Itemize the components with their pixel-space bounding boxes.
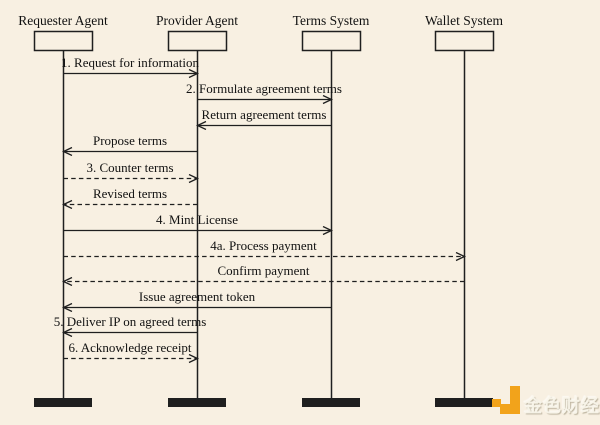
message-label-9: Confirm payment bbox=[217, 263, 310, 278]
message-label-1: 1. Request for information bbox=[61, 55, 199, 70]
actor-label-provider-agent: Provider Agent bbox=[155, 13, 239, 28]
message-label-2: 2. Formulate agreement terms bbox=[186, 81, 342, 96]
terminator-bar-wallet-system bbox=[435, 398, 493, 407]
actor-label-requester-agent: Requester Agent bbox=[18, 13, 108, 28]
message-label-8: 4a. Process payment bbox=[210, 238, 317, 253]
actor-box-provider-agent bbox=[167, 30, 228, 52]
terminator-bar-provider-agent bbox=[168, 398, 226, 407]
message-label-4: Propose terms bbox=[92, 133, 168, 148]
actor-box-terms-system bbox=[301, 30, 362, 52]
terminator-bar-terms-system bbox=[302, 398, 360, 407]
actor-label-terms-system: Terms System bbox=[292, 13, 370, 28]
message-label-11: 5. Deliver IP on agreed terms bbox=[53, 314, 207, 329]
actor-box-wallet-system bbox=[434, 30, 495, 52]
message-label-10: Issue agreement token bbox=[138, 289, 256, 304]
actor-box-requester-agent bbox=[33, 30, 94, 52]
message-label-12: 6. Acknowledge receipt bbox=[68, 340, 192, 355]
message-label-7: 4. Mint License bbox=[156, 212, 238, 227]
terminator-bar-requester-agent bbox=[34, 398, 92, 407]
message-label-6: Revised terms bbox=[92, 186, 168, 201]
message-label-5: 3. Counter terms bbox=[86, 160, 174, 175]
actor-label-wallet-system: Wallet System bbox=[424, 13, 504, 28]
message-label-3: Return agreement terms bbox=[201, 107, 327, 122]
